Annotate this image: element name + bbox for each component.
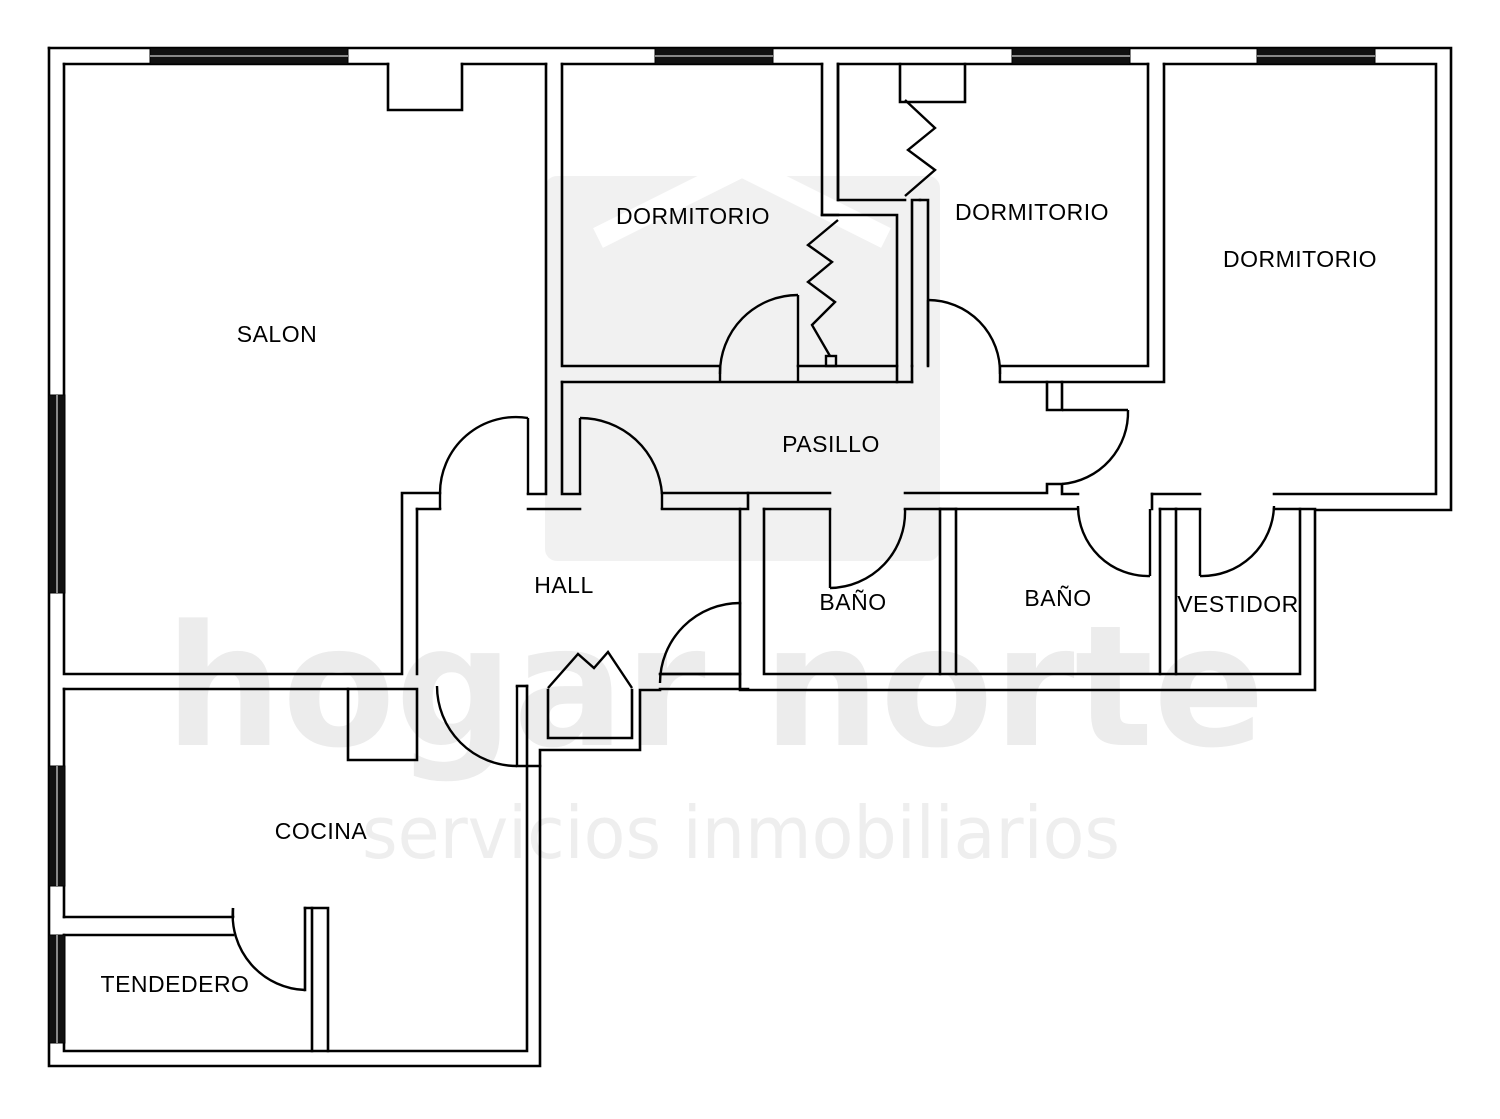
- label-dormitorio-2: DORMITORIO: [955, 199, 1109, 225]
- folding-door-dormitorio-1: [806, 219, 839, 357]
- label-hall: HALL: [534, 572, 594, 598]
- label-bano-2: BAÑO: [1024, 585, 1091, 611]
- doors: [231, 293, 1276, 992]
- room-labels: SALON DORMITORIO DORMITORIO DORMITORIO P…: [101, 199, 1377, 997]
- interior-walls: [62, 62, 1317, 1053]
- watermark-logo-box: [545, 176, 940, 561]
- label-salon: SALON: [237, 321, 317, 347]
- label-bano-1: BAÑO: [819, 589, 886, 615]
- folding-door-dormitorio-2: [904, 99, 937, 197]
- label-vestidor: VESTIDOR: [1177, 591, 1299, 617]
- folding-door-hall: [547, 650, 633, 689]
- folding-doors: [547, 99, 937, 689]
- watermark-brand: hogar norte: [165, 589, 1265, 785]
- watermark-tagline: servicios inmobiliarios: [362, 791, 1120, 875]
- label-pasillo: PASILLO: [782, 431, 880, 457]
- label-dormitorio-1: DORMITORIO: [616, 203, 770, 229]
- windows: [48, 47, 1376, 1044]
- label-dormitorio-3: DORMITORIO: [1223, 246, 1377, 272]
- label-tendedero: TENDEDERO: [101, 971, 250, 997]
- label-cocina: COCINA: [275, 818, 368, 844]
- watermark: hogar norte servicios inmobiliarios: [165, 153, 1265, 875]
